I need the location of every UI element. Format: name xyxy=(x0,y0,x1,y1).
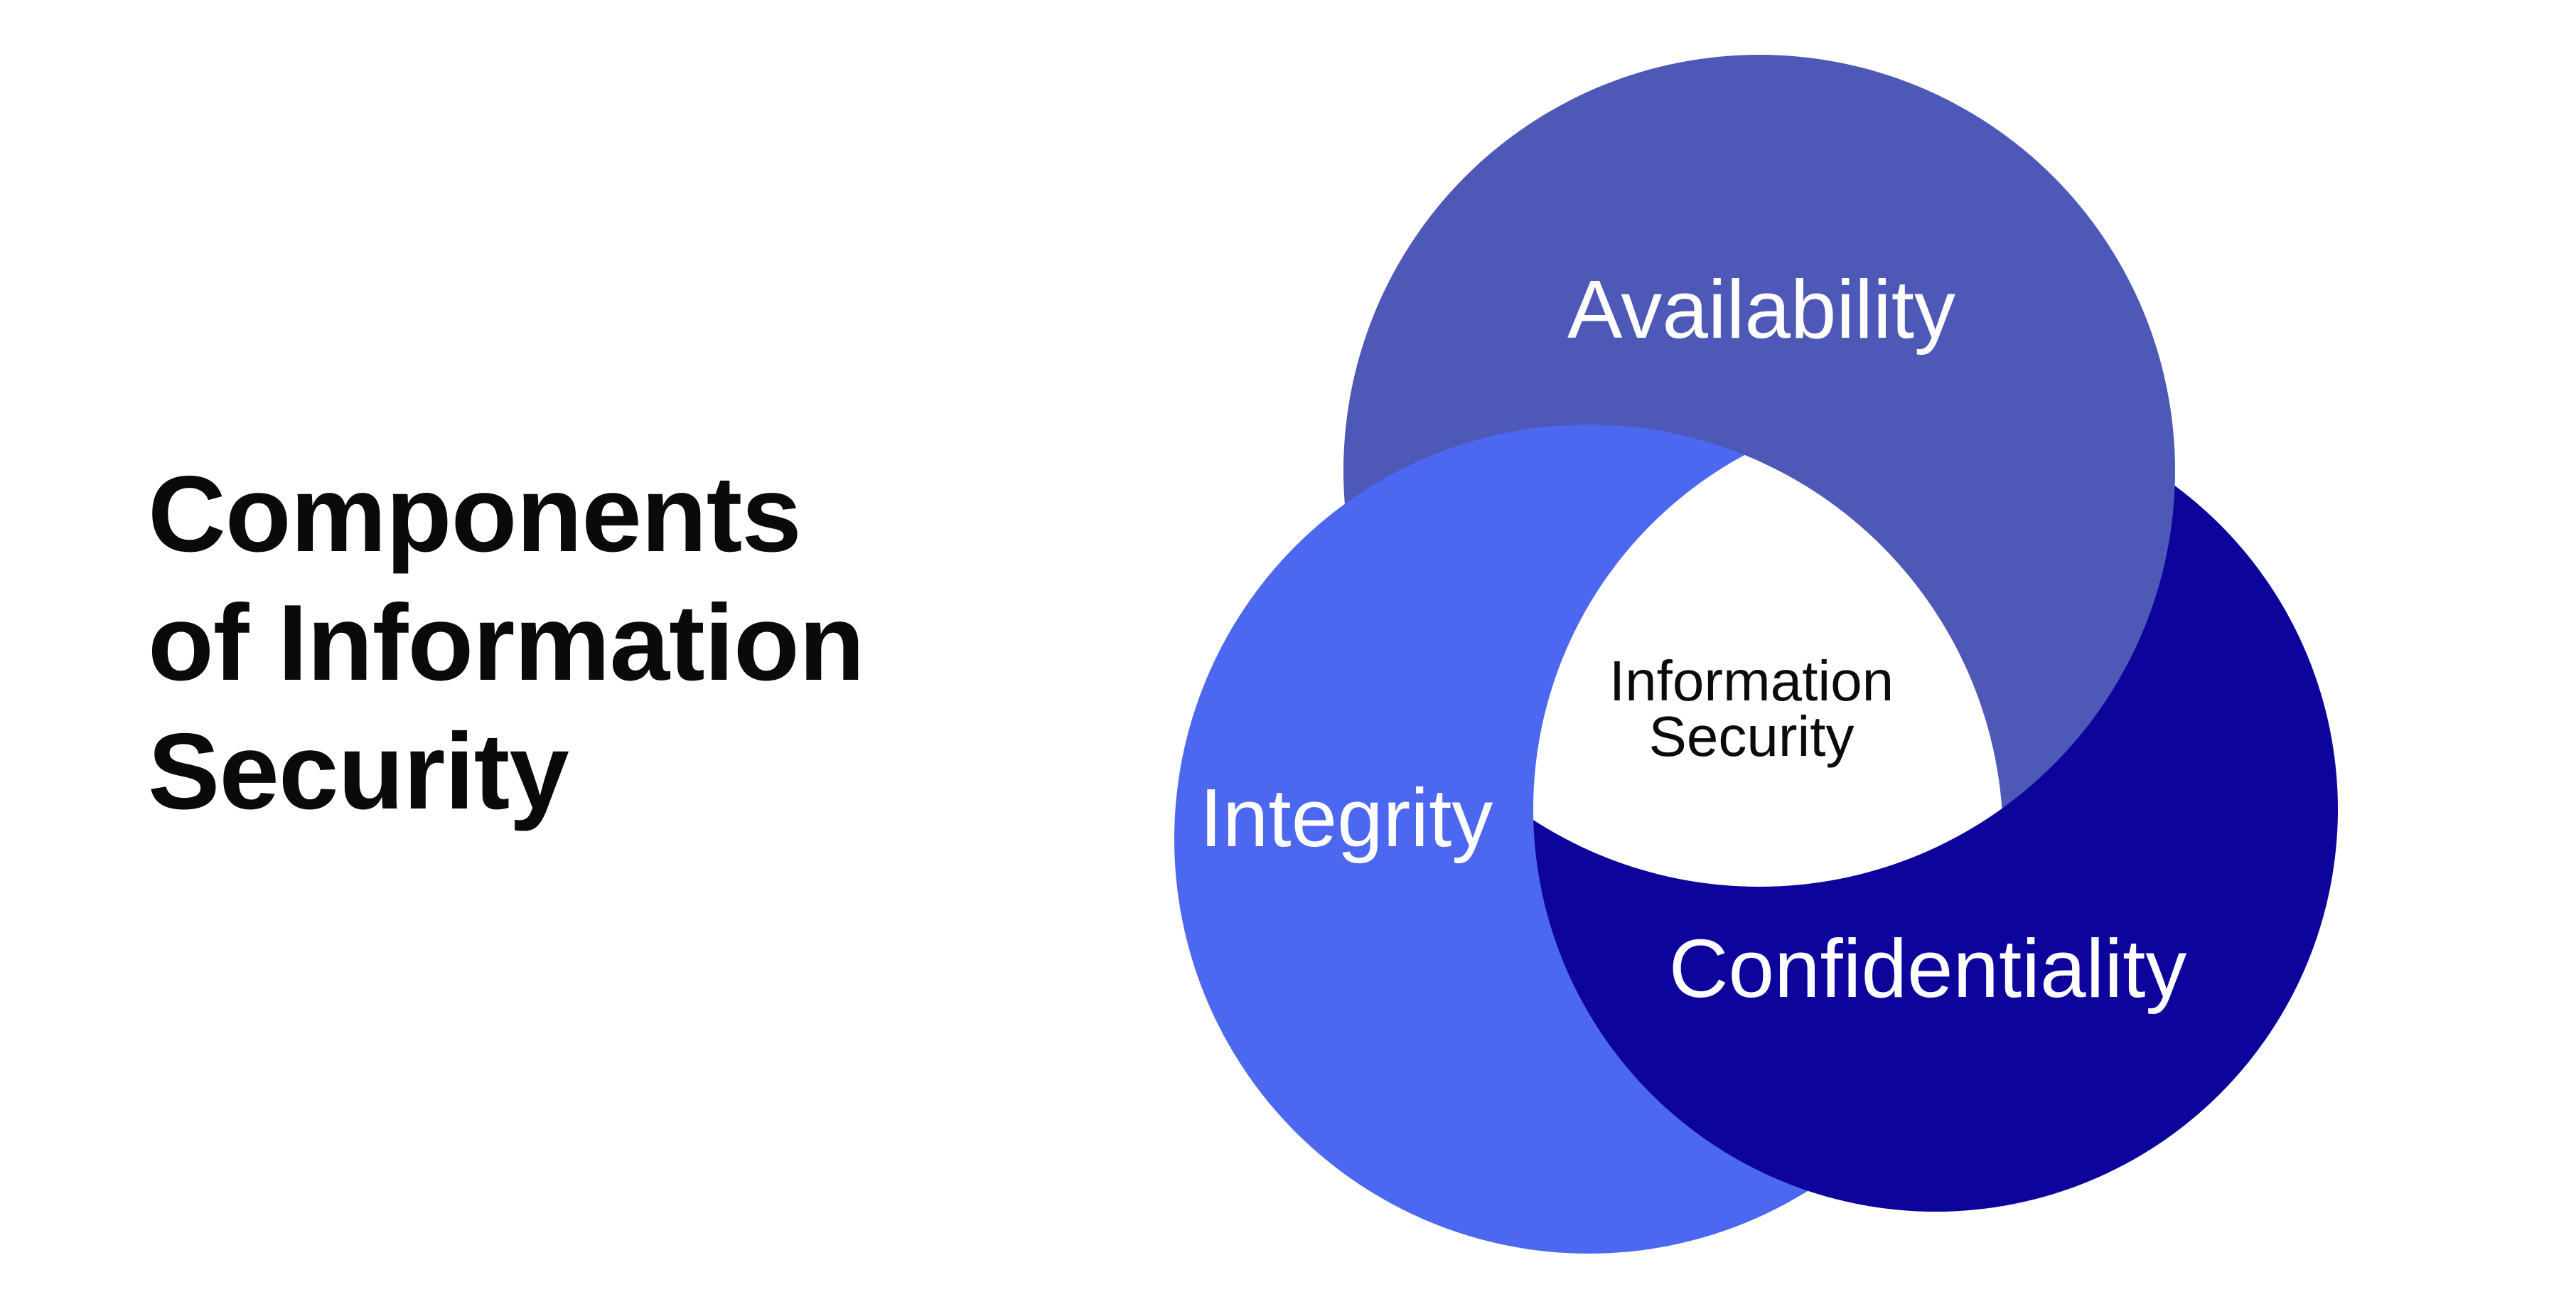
confidentiality-label: Confidentiality xyxy=(1669,922,2187,1015)
center-label-line-1: Information xyxy=(1609,649,1894,712)
availability-label: Availability xyxy=(1567,263,1955,356)
page-title-line-2: of Information xyxy=(148,582,864,703)
triple-intersection xyxy=(1533,425,2003,887)
integrity-label: Integrity xyxy=(1200,772,1493,864)
page-title-line-3: Security xyxy=(148,711,569,832)
center-label-line-2: Security xyxy=(1649,705,1855,768)
page-title-line-1: Components xyxy=(148,454,801,575)
